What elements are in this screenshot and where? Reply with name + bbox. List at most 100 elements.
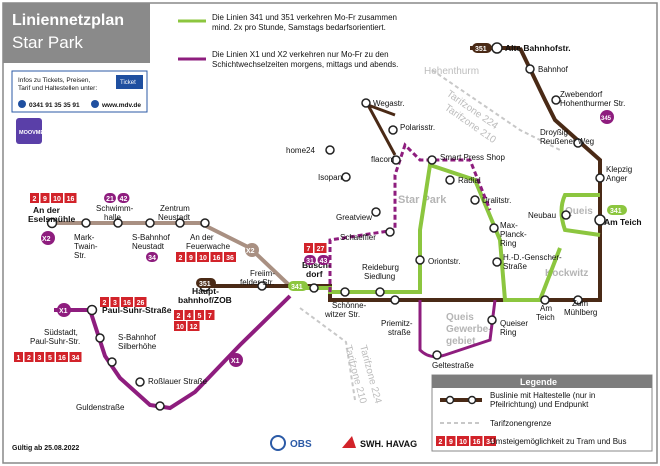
stop-eselsmuehle[interactable] — [46, 217, 58, 229]
zone-kockwitz: Kockwitz — [545, 268, 588, 279]
stop-polarisstr[interactable] — [388, 125, 398, 135]
transfer-badge-label-paul_suhr-16: 16 — [123, 300, 131, 307]
stop-priemitzstrasse[interactable] — [390, 295, 400, 305]
stop-uralitstr[interactable] — [470, 195, 480, 205]
transfer-badge-label-bueschdorf_top-7: 7 — [307, 246, 311, 253]
stop-wegastr[interactable] — [361, 98, 371, 108]
stop-greatview[interactable] — [371, 207, 381, 217]
stop-schoennewitzer[interactable] — [340, 287, 350, 297]
label-klepzig-2: Anger — [606, 174, 628, 183]
app-tile[interactable] — [16, 118, 42, 144]
legend-end-icon — [467, 395, 477, 405]
badge-351-top: 351 — [472, 43, 492, 53]
transfer-badge-paul_suhr-26 — [134, 297, 147, 307]
label-reideburg-2: Siedlung — [364, 272, 395, 281]
app-label: MOOVME — [19, 130, 44, 136]
legend-item2: Tarifzonengrenze — [490, 419, 552, 428]
legend-item1-line1: Buslinie mit Haltestelle (nur in — [490, 391, 595, 400]
stop-neubau[interactable] — [561, 210, 571, 220]
stop-zwebendorf[interactable] — [551, 95, 561, 105]
stop-bueschdorf[interactable] — [309, 283, 319, 293]
stop-mark-twain[interactable] — [81, 218, 91, 228]
havag-logo: SWH. HAVAG — [342, 436, 417, 449]
stop-rosslauer[interactable] — [135, 377, 145, 387]
ticket-logo — [116, 75, 143, 89]
label-freiimfelder-1: Freiim- — [250, 269, 275, 278]
transfer-badge-hbf_row1-7 — [205, 310, 215, 320]
stop-home24[interactable] — [325, 145, 335, 155]
ticket-label: Ticket — [120, 80, 136, 86]
stop-hd-genscher[interactable] — [492, 257, 502, 267]
label-schaeffler: Schaeffler — [340, 233, 376, 242]
label-eselsmuehle-2: Eselsmühle — [28, 214, 76, 224]
badge-x2-east: X2 — [245, 243, 259, 257]
stop-schwimmhalle[interactable] — [113, 218, 123, 228]
stop-geltestrasse[interactable] — [432, 350, 442, 360]
transfer-badge-label-suedstadt-3: 3 — [38, 355, 42, 362]
stop-schaeffler[interactable] — [385, 227, 395, 237]
transfer-badge-label-legend-2: 2 — [439, 439, 443, 446]
stop-klepzig[interactable] — [595, 173, 605, 183]
label-queiser-ring-2: Ring — [500, 328, 516, 337]
label-zwebendorf-1: Zwebendorf — [560, 90, 603, 99]
obs-logo: OBS — [270, 435, 312, 451]
svg-text:351: 351 — [199, 281, 211, 288]
stop-max-planck[interactable] — [489, 223, 499, 233]
stop-alte-bahnhofstr[interactable] — [491, 42, 503, 54]
transfer-badge-feuerwache-2 — [176, 252, 185, 262]
stop-zentrum-neustadt[interactable] — [175, 218, 185, 228]
stop-drossig[interactable] — [573, 138, 583, 148]
tariff-boundary-bottom — [299, 307, 356, 401]
stop-isopan[interactable] — [341, 172, 351, 182]
stop-flaconi[interactable] — [391, 155, 401, 165]
transfer-badge-label-legend-9: 9 — [449, 439, 453, 446]
note-purple-line2: Schichtwechselzeiten morgens, mittags un… — [212, 60, 398, 69]
label-zentrum-neustadt-1: Zentrum — [160, 204, 190, 213]
transfer-badge-eselsmuehle-10 — [51, 193, 63, 203]
stop-guldenstrasse[interactable] — [155, 401, 165, 411]
zone-queis-gewerbe-1: Queis — [446, 312, 474, 323]
label-max-planck-1: Max- — [500, 221, 518, 230]
stop-s-neustadt[interactable] — [145, 218, 155, 228]
transfer-badge-label-eselsmuehle-10: 10 — [53, 196, 61, 203]
label-wegastr: Wegastr. — [373, 99, 404, 108]
stop-queiser-ring[interactable] — [487, 315, 497, 325]
stop-am-teich-bottom[interactable] — [540, 295, 550, 305]
transfer-badge-label-eselsmuehle-9: 9 — [43, 196, 47, 203]
transfer-badge-suedstadt-34 — [69, 352, 82, 362]
stop-suedstadt[interactable] — [95, 333, 105, 343]
label-hauptbahnhof-1: Haupt- — [192, 286, 219, 296]
label-schwimmhalle-2: halle — [104, 213, 121, 222]
stop-paul-suhr[interactable] — [86, 304, 98, 316]
stop-oriontstr[interactable] — [415, 255, 425, 265]
stop-s-hohenthurm[interactable] — [525, 64, 535, 74]
stop-am-teich-right[interactable] — [594, 214, 606, 226]
badge-x1: X1 — [57, 303, 71, 317]
transfer-badge-label-hbf_row1-2: 2 — [177, 313, 181, 320]
label-feuerwache-1: An der — [190, 233, 214, 242]
label-drossig-1: Droyßig — [540, 128, 568, 137]
transfer-badge-bueschdorf_bottom-31 — [304, 255, 316, 265]
info-phone[interactable]: 0341 91 35 35 91 — [29, 102, 80, 109]
transfer-badge-legend-16 — [470, 436, 483, 446]
label-suedstadt-1: Südstadt, — [44, 328, 78, 337]
svg-text:341: 341 — [610, 208, 622, 215]
transfer-badge-suedstadt-3 — [35, 352, 44, 362]
label-feuerwache-2: Feuerwache — [186, 242, 231, 251]
stop-s-silberhoehe[interactable] — [107, 357, 117, 367]
info-web[interactable]: www.mdv.de — [101, 102, 141, 109]
stop-zum-muehlberg[interactable] — [573, 295, 583, 305]
stop-freiimfelder[interactable] — [257, 281, 267, 291]
svg-text:X1: X1 — [59, 308, 68, 315]
label-max-planck-2: Planck- — [500, 230, 527, 239]
transfer-badge-legend-2 — [436, 436, 445, 446]
stop-reideburg[interactable] — [375, 287, 385, 297]
label-eselsmuehle-1: An der — [33, 205, 61, 215]
transfer-badge-suedstadt-16 — [56, 352, 68, 362]
stop-feuerwache[interactable] — [200, 218, 210, 228]
svg-text:X2: X2 — [246, 248, 255, 255]
stop-smart-press[interactable] — [427, 155, 437, 165]
stop-radial[interactable] — [445, 175, 455, 185]
label-oriontstr: Oriontstr. — [428, 257, 460, 266]
